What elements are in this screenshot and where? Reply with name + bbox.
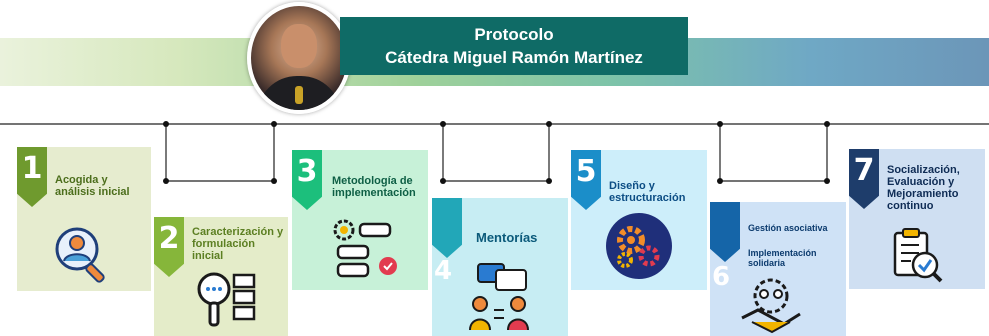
step-number-tab: 2 — [154, 217, 184, 277]
step-card-2: 2 Caracterización y formulación inicial — [154, 217, 288, 336]
step-card-5: 5 Diseño y estructuración — [571, 150, 707, 290]
title-box: Protocolo Cátedra Miguel Ramón Martínez — [340, 17, 688, 75]
clipboard-check-icon — [893, 228, 943, 283]
gears-icon — [606, 213, 672, 279]
step-number-tab: 3 — [292, 150, 322, 210]
step-number-tab: 6 — [710, 202, 740, 262]
step-card-6: 6 6 Gestión asociativa Implementación so… — [710, 202, 846, 336]
step-card-7: 7 Socialización, Evaluación y Mejoramien… — [849, 149, 985, 289]
document-search-icon — [197, 272, 256, 327]
handshake-icon — [741, 278, 801, 334]
title-line-2: Cátedra Miguel Ramón Martínez — [385, 48, 643, 67]
user-search-icon — [55, 227, 105, 283]
step-card-3: 3 Metodología de implementación — [292, 150, 428, 290]
step-number-tab: 7 — [849, 149, 879, 209]
step-card-4: 4 4 Mentorías — [432, 198, 568, 336]
step-card-1: 1 Acogida y análisis inicial — [17, 147, 151, 291]
step-label: Caracterización y formulación inicial — [192, 226, 284, 262]
step-number-watermark: 6 — [712, 262, 731, 292]
gear-flowchart-icon — [333, 219, 397, 278]
step-label: Mentorías — [476, 230, 538, 245]
mentoring-icon — [469, 263, 529, 331]
step-label-b: Implementación solidaria — [748, 248, 817, 268]
step-label: Acogida y análisis inicial — [55, 174, 130, 198]
step-number-tab: 5 — [571, 150, 601, 210]
title-line-1: Protocolo — [474, 25, 554, 44]
step-label: Socialización, Evaluación y Mejoramiento… — [887, 164, 960, 212]
step-label: Diseño y estructuración — [609, 180, 686, 204]
portrait-photo — [247, 2, 351, 114]
step-number-watermark: 4 — [434, 256, 453, 286]
step-label: Metodología de implementación — [332, 175, 416, 199]
step-number-tab: 4 — [432, 198, 462, 258]
step-number-tab: 1 — [17, 147, 47, 207]
step-label-a: Gestión asociativa — [748, 223, 828, 233]
